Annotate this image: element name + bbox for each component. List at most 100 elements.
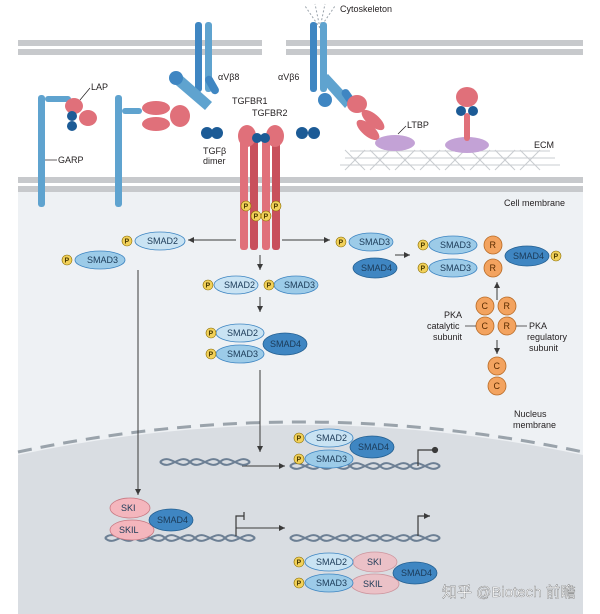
svg-text:P: P <box>125 239 130 246</box>
svg-text:SMAD3: SMAD3 <box>440 263 471 273</box>
svg-text:P: P <box>206 283 211 290</box>
svg-text:SMAD2: SMAD2 <box>227 328 258 338</box>
svg-text:P: P <box>421 243 426 250</box>
transcription-marker-active <box>417 446 439 466</box>
smad3-pka-r-complex: SMAD3 SMAD3 P P R R SMAD4 P <box>417 235 562 278</box>
svg-text:R: R <box>490 263 497 273</box>
svg-text:SMAD4: SMAD4 <box>358 442 389 452</box>
ltbp-label: LTBP <box>407 120 429 130</box>
svg-text:SMAD3: SMAD3 <box>440 240 471 250</box>
dna-helix-4 <box>289 534 441 542</box>
svg-text:SMAD4: SMAD4 <box>270 339 301 349</box>
pka-regulatory-label-3: subunit <box>529 343 559 353</box>
svg-text:SKIL: SKIL <box>363 579 383 589</box>
tgfb-label: TGFβ <box>203 146 226 156</box>
svg-text:SKI: SKI <box>121 503 136 513</box>
svg-text:SMAD3: SMAD3 <box>316 578 347 588</box>
svg-text:SMAD4: SMAD4 <box>361 263 392 273</box>
svg-text:SKI: SKI <box>367 557 382 567</box>
svg-text:P: P <box>339 240 344 247</box>
svg-text:P: P <box>297 457 302 464</box>
smad3-smad4-right: SMAD3 P SMAD4 <box>335 232 398 279</box>
transcription-marker-repressed <box>235 512 245 536</box>
pka-catalytic-label-1: PKA <box>444 310 462 320</box>
avb8-label: αVβ8 <box>218 72 239 82</box>
garp-lap-complex <box>38 95 97 207</box>
receptor-phospho-sites: P P P P <box>240 200 282 222</box>
nucleus-label-2: membrane <box>513 420 556 430</box>
svg-text:P: P <box>244 204 249 211</box>
garp-anchored-ltgfb <box>115 95 190 207</box>
smad3-cyto-left: SMAD3 P <box>61 250 126 270</box>
ltbp-leader <box>397 125 407 135</box>
svg-text:R: R <box>504 321 511 331</box>
svg-text:P: P <box>421 266 426 273</box>
upper-membrane-right <box>286 40 583 55</box>
pka-catalytic-label-3: subunit <box>433 332 463 342</box>
svg-text:P: P <box>554 254 559 261</box>
tgfb-dimer-label: dimer <box>203 156 226 166</box>
pka-catalytic-label-2: catalytic <box>427 321 460 331</box>
svg-text:P: P <box>297 560 302 567</box>
ltbp-latent-complex-1 <box>347 95 415 151</box>
svg-text:SMAD3: SMAD3 <box>316 454 347 464</box>
svg-text:SMAD4: SMAD4 <box>157 515 188 525</box>
tgfb-dimer-free <box>201 127 320 139</box>
svg-text:SMAD3: SMAD3 <box>87 255 118 265</box>
svg-text:P: P <box>297 436 302 443</box>
transcription-marker-open <box>417 513 430 536</box>
upper-membrane-left <box>18 40 262 55</box>
svg-text:SMAD3: SMAD3 <box>227 349 258 359</box>
ltbp-latent-complex-2 <box>445 87 489 153</box>
svg-text:C: C <box>494 361 501 371</box>
svg-text:P: P <box>274 204 279 211</box>
svg-text:C: C <box>494 381 501 391</box>
svg-text:P: P <box>65 258 70 265</box>
pka-catalytic-free: C C <box>487 356 507 396</box>
garp-label: GARP <box>58 155 84 165</box>
tgfbr1-label: TGFBR1 <box>232 96 268 106</box>
svg-text:SKIL: SKIL <box>119 525 139 535</box>
tgfbr2-label: TGFBR2 <box>252 108 288 118</box>
ecm-mesh <box>340 149 560 171</box>
cell-membrane <box>18 177 583 192</box>
avb6-label: αVβ6 <box>278 72 299 82</box>
svg-text:P: P <box>264 214 269 221</box>
pka-holoenzyme: C R C R <box>475 296 517 336</box>
lap-label: LAP <box>91 82 108 92</box>
cell-membrane-label: Cell membrane <box>504 198 565 208</box>
dna-helix-1 <box>159 458 251 466</box>
integrin-avb6 <box>310 22 357 108</box>
nucleus-label-1: Nucleus <box>514 409 547 419</box>
tgfb-receptor-complex <box>238 125 284 250</box>
svg-text:SMAD3: SMAD3 <box>284 280 315 290</box>
svg-text:P: P <box>209 352 214 359</box>
cytoskeleton-label: Cytoskeleton <box>340 4 392 14</box>
svg-text:P: P <box>254 214 259 221</box>
nucleus-membrane-line <box>17 420 584 454</box>
svg-text:SMAD2: SMAD2 <box>316 433 347 443</box>
svg-text:SMAD2: SMAD2 <box>316 557 347 567</box>
lap-leader <box>79 87 91 101</box>
nucleus <box>18 425 583 614</box>
svg-text:SMAD4: SMAD4 <box>401 568 432 578</box>
arrows <box>135 237 500 531</box>
ski-skil-smad4-complex: SKI SKIL SMAD4 <box>109 497 194 541</box>
pka-regulatory-label-2: regulatory <box>527 332 568 342</box>
svg-text:SMAD4: SMAD4 <box>513 251 544 261</box>
smad-complex-cytoplasm: SMAD4 SMAD2 SMAD3 P P <box>205 323 308 364</box>
svg-text:P: P <box>267 283 272 290</box>
smad2-smad3-pair: SMAD2 P SMAD3 P <box>202 275 319 295</box>
ecm-label: ECM <box>534 140 554 150</box>
svg-text:SMAD2: SMAD2 <box>224 280 255 290</box>
svg-text:C: C <box>482 301 489 311</box>
svg-text:SMAD2: SMAD2 <box>147 236 178 246</box>
svg-text:C: C <box>482 321 489 331</box>
svg-text:R: R <box>490 240 497 250</box>
smad-complex-nucleus: SMAD4 SMAD2 SMAD3 P P <box>293 428 395 469</box>
svg-text:R: R <box>504 301 511 311</box>
svg-text:P: P <box>209 331 214 338</box>
smad-ski-skil-bottom-complex: SKI SKIL SMAD2 SMAD3 P P SMAD4 <box>293 551 438 595</box>
svg-text:P: P <box>297 581 302 588</box>
